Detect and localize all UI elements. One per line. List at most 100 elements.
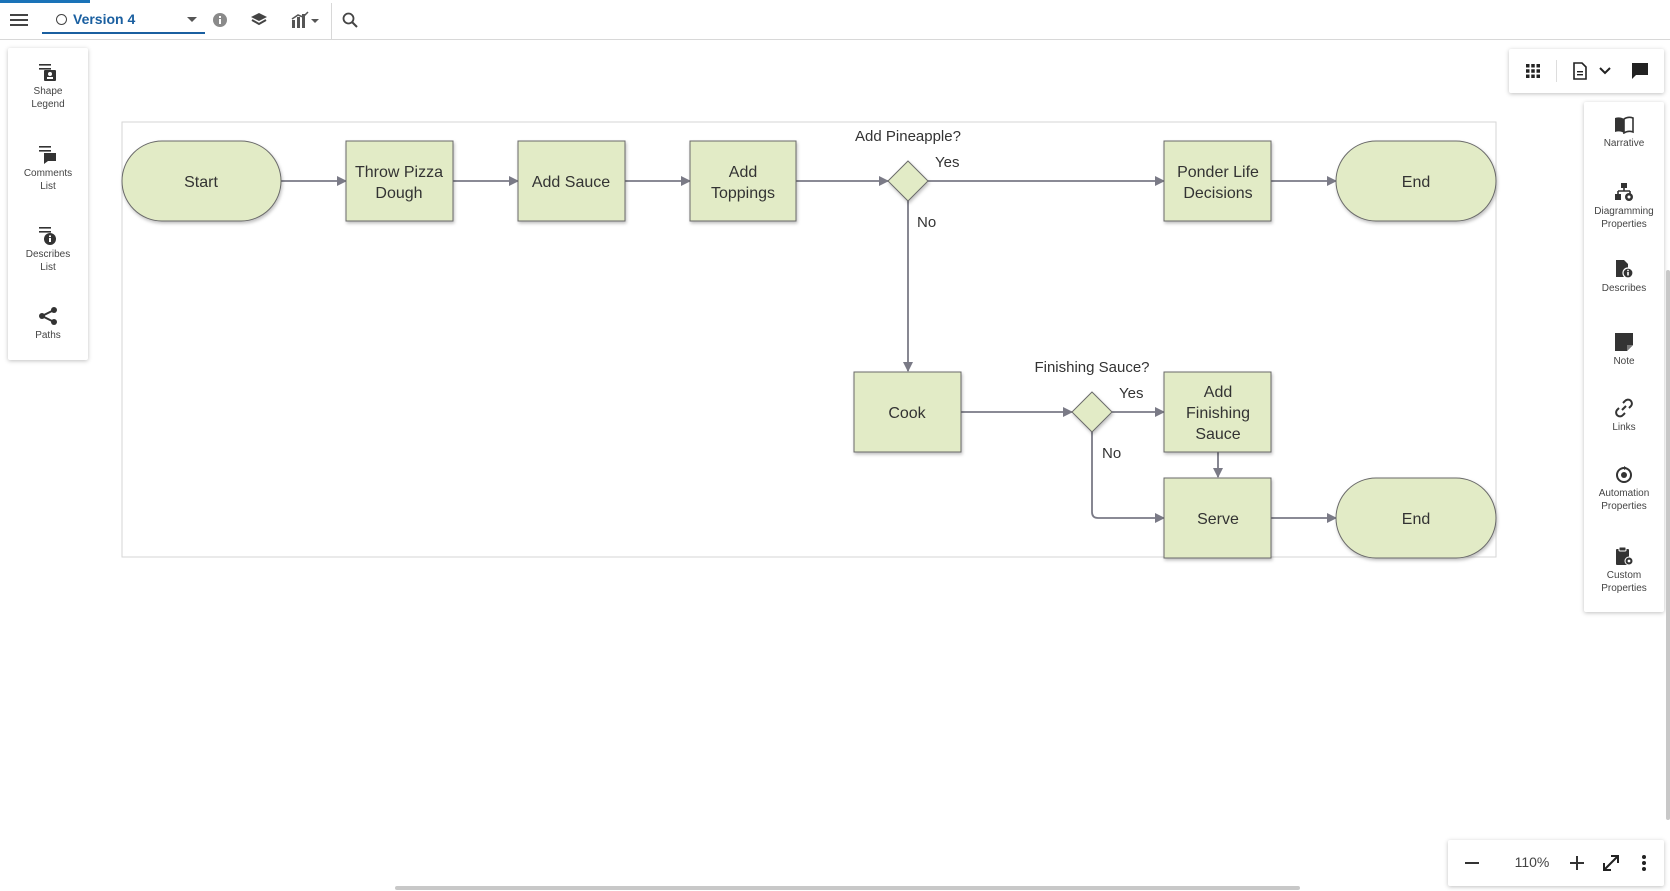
horizontal-scrollbar[interactable] [395, 886, 1300, 890]
narrative-button[interactable]: Narrative [1584, 116, 1664, 150]
comments-list-label: Comments List [23, 168, 73, 192]
zoom-controls: 110% [1448, 840, 1664, 886]
describes-list-icon [39, 227, 56, 245]
comment-icon[interactable] [1626, 57, 1654, 85]
add-finishing-label-2: Finishing [1186, 405, 1250, 422]
serve-label: Serve [1197, 511, 1239, 528]
diagramming-properties-label: Diagramming Properties [1594, 206, 1654, 230]
layers-icon[interactable] [245, 6, 273, 34]
describes-icon [1616, 260, 1634, 279]
finishing-sauce-decision[interactable] [1071, 391, 1113, 433]
paths-button[interactable]: Paths [8, 306, 88, 342]
add-finishing-label-3: Sauce [1195, 426, 1240, 443]
more-options-button[interactable] [1630, 849, 1658, 877]
document-icon[interactable] [1567, 57, 1593, 85]
diagram-icon [1615, 183, 1633, 201]
fit-to-screen-button[interactable] [1597, 849, 1625, 877]
pineapple-no-label: No [917, 214, 936, 231]
toolbar-divider [331, 3, 332, 40]
chart-icon[interactable] [288, 6, 322, 34]
finishing-yes-label: Yes [1119, 385, 1143, 402]
finishing-no-label: No [1102, 445, 1121, 462]
end-bottom-label: End [1402, 511, 1430, 528]
links-label: Links [1612, 422, 1636, 433]
add-toppings-process[interactable] [689, 140, 797, 222]
paths-icon [39, 307, 57, 325]
version-status-icon [56, 13, 67, 25]
book-icon [1615, 116, 1634, 134]
zoom-in-button[interactable] [1563, 849, 1591, 877]
chevron-down-icon[interactable] [1595, 57, 1615, 85]
zoom-level[interactable]: 110% [1514, 854, 1550, 870]
describes-list-button[interactable]: Describes List [8, 225, 88, 274]
link-icon [1615, 398, 1633, 418]
more-vertical-icon [1642, 855, 1646, 871]
connector-finishing-no[interactable] [1091, 432, 1165, 523]
custom-properties-label: Custom Properties [1601, 570, 1647, 594]
caret-down-icon [187, 17, 197, 22]
add-finishing-sauce-process[interactable] [1163, 371, 1272, 453]
toolbar-divider [1556, 60, 1557, 82]
top-toolbar: Version 4 [0, 0, 1670, 40]
start-terminal[interactable] [121, 140, 282, 222]
comments-list-icon [39, 146, 56, 164]
canvas-toolbar [1509, 49, 1664, 93]
ponder-label-1: Ponder Life [1177, 164, 1259, 181]
note-button[interactable]: Note [1584, 332, 1664, 368]
add-toppings-label-1: Add [729, 164, 757, 181]
finishing-sauce-question: Finishing Sauce? [1034, 359, 1149, 376]
describes-list-label: Describes List [25, 249, 71, 273]
shape-legend-button[interactable]: Shape Legend [8, 62, 88, 111]
end-top-label: End [1402, 174, 1430, 191]
automation-properties-button[interactable]: Automation Properties [1584, 464, 1664, 513]
grid-icon[interactable] [1519, 57, 1547, 85]
throw-dough-label-2: Dough [375, 185, 422, 202]
menu-icon[interactable] [5, 6, 33, 34]
ponder-life-decisions-process[interactable] [1163, 140, 1272, 222]
clipboard-icon [1616, 546, 1634, 566]
narrative-label: Narrative [1603, 138, 1645, 149]
add-sauce-process[interactable] [517, 140, 626, 222]
add-finishing-label-1: Add [1204, 384, 1232, 401]
search-icon[interactable] [336, 6, 364, 34]
active-indicator [0, 0, 90, 3]
add-pineapple-decision[interactable] [887, 160, 929, 202]
comments-list-button[interactable]: Comments List [8, 144, 88, 193]
paths-label: Paths [35, 330, 61, 341]
cook-process[interactable] [853, 371, 962, 453]
diagram-boundary [121, 121, 1497, 558]
right-properties-panel: Narrative Diagramming Properties Describ… [1584, 102, 1664, 612]
expand-icon [1603, 855, 1619, 871]
end-terminal-top[interactable] [1335, 140, 1497, 222]
version-selector[interactable]: Version 4 [42, 6, 205, 34]
pineapple-yes-label: Yes [935, 154, 959, 171]
custom-properties-button[interactable]: Custom Properties [1584, 546, 1664, 595]
note-label: Note [1613, 356, 1635, 367]
ponder-label-2: Decisions [1183, 185, 1252, 202]
info-icon[interactable] [206, 6, 234, 34]
end-terminal-bottom[interactable] [1335, 477, 1497, 559]
describes-button[interactable]: Describes [1584, 259, 1664, 295]
throw-pizza-dough-process[interactable] [345, 140, 454, 222]
cook-label: Cook [888, 405, 926, 422]
automation-icon [1616, 466, 1632, 483]
start-label: Start [184, 174, 218, 191]
add-toppings-label-2: Toppings [711, 185, 775, 202]
left-tool-panel: Shape Legend Comments List Describes Lis… [8, 48, 88, 360]
throw-dough-label-1: Throw Pizza [355, 164, 443, 181]
zoom-out-button[interactable] [1458, 849, 1486, 877]
shape-legend-icon [39, 64, 56, 81]
shape-legend-label: Shape Legend [31, 86, 65, 110]
plus-icon [1570, 856, 1584, 870]
minus-icon [1465, 862, 1479, 864]
diagramming-properties-button[interactable]: Diagramming Properties [1584, 182, 1664, 231]
automation-properties-label: Automation Properties [1598, 488, 1650, 512]
note-icon [1615, 333, 1633, 351]
links-button[interactable]: Links [1584, 398, 1664, 434]
serve-process[interactable] [1163, 477, 1272, 559]
version-label: Version 4 [73, 11, 136, 27]
vertical-scrollbar[interactable] [1666, 270, 1670, 820]
add-pineapple-question: Add Pineapple? [855, 128, 961, 145]
describes-label: Describes [1601, 283, 1647, 294]
